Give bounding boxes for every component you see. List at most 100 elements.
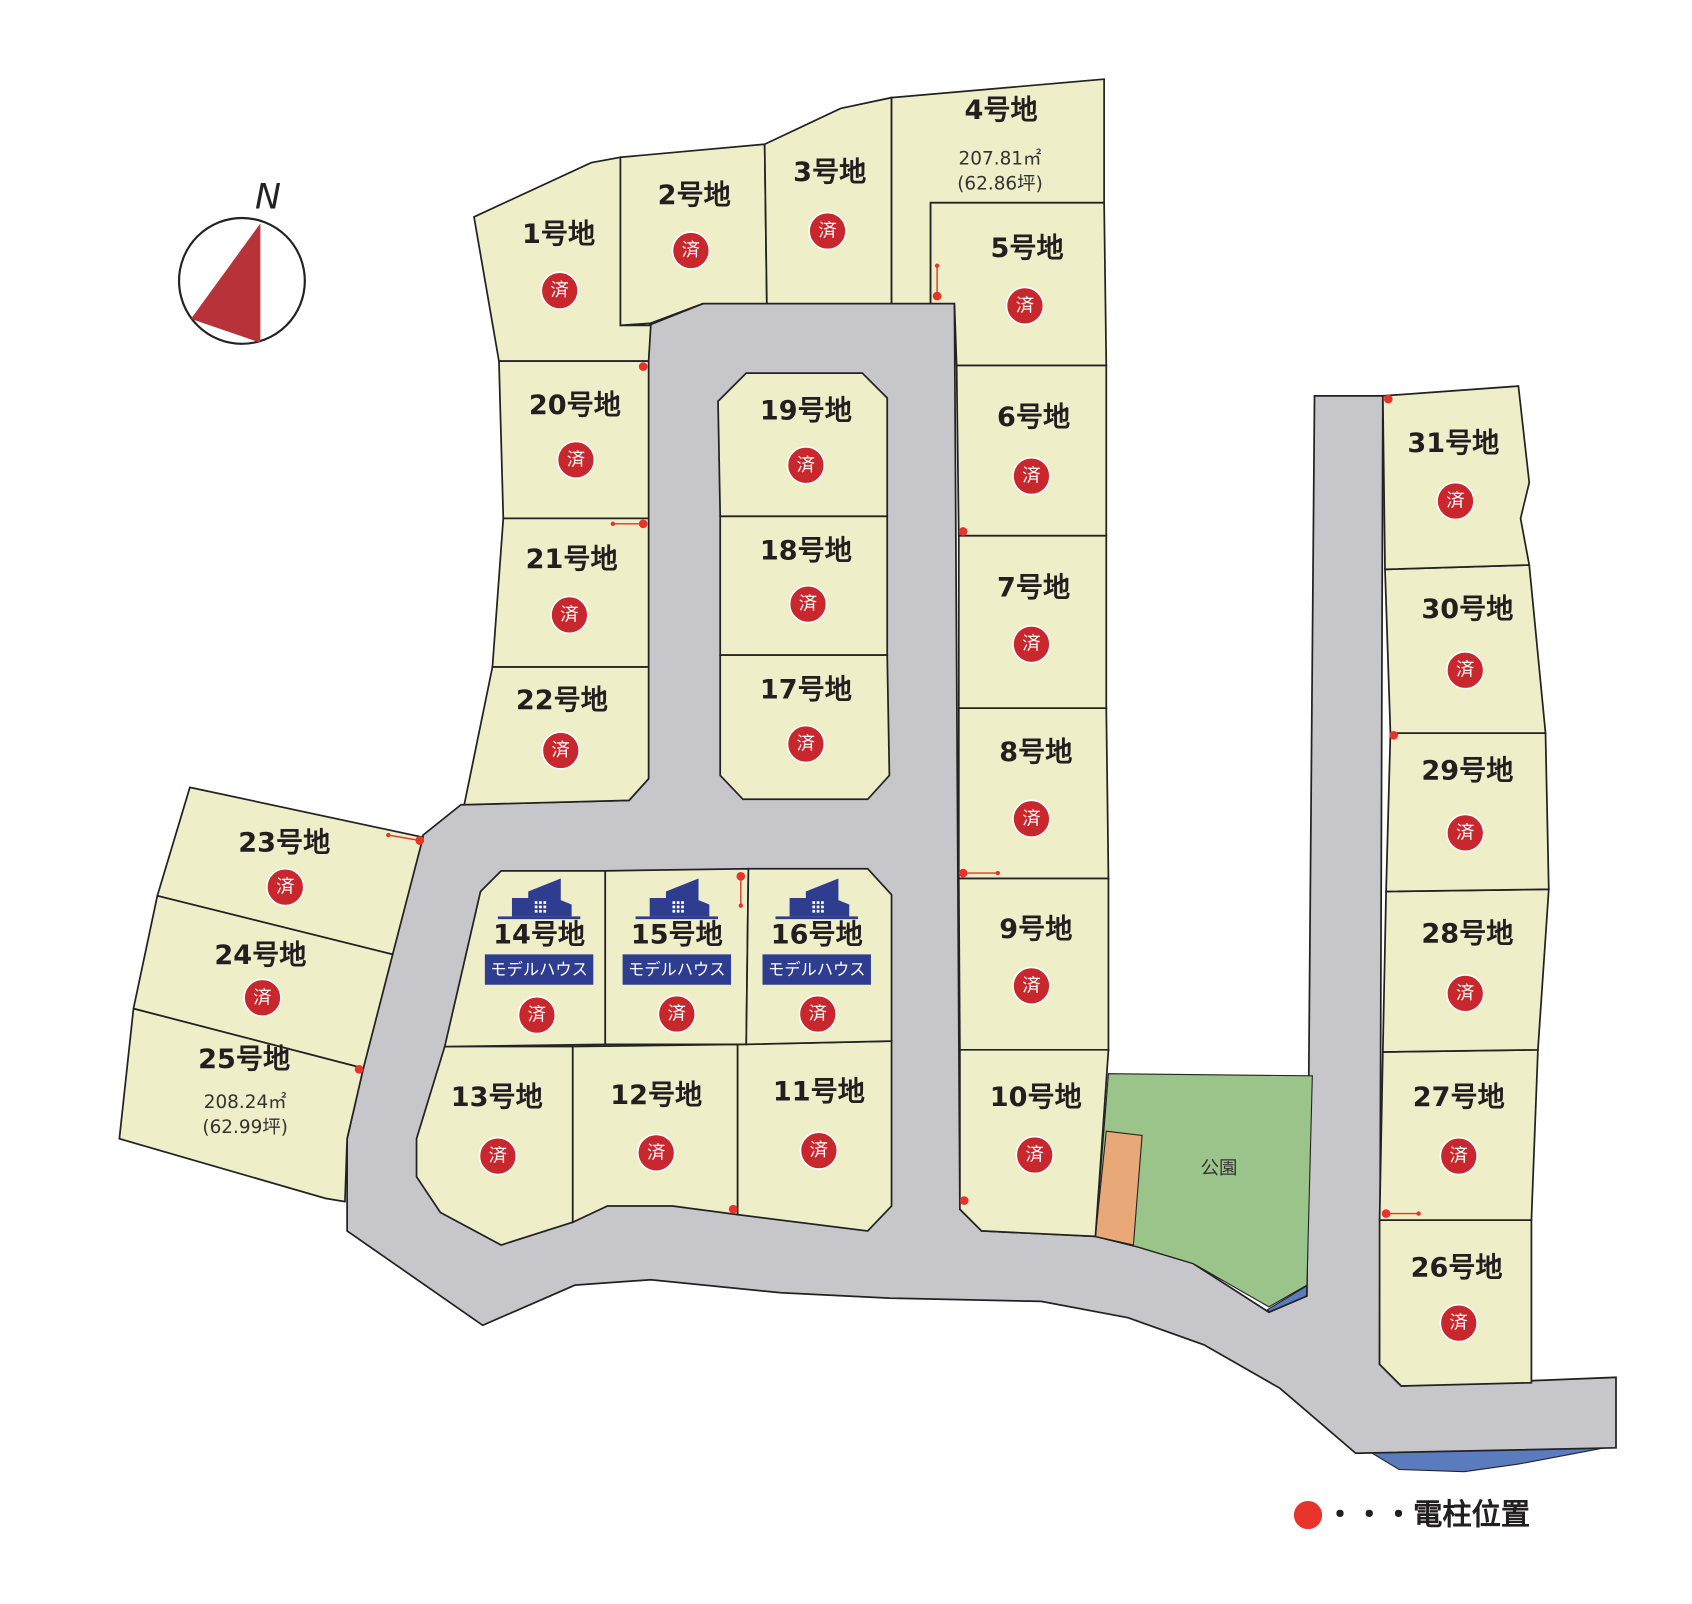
sold-badge-icon (1012, 966, 1051, 1006)
lot-parcel[interactable] (498, 360, 650, 520)
sold-status: 済 (560, 604, 578, 625)
lot-label: 24号地 (214, 940, 306, 971)
lot-parcel[interactable] (929, 201, 1108, 367)
lot-parcel[interactable] (491, 517, 650, 668)
sold-badge-icon (1446, 650, 1485, 690)
sold-badge-icon (1446, 813, 1485, 853)
lot-label: 1号地 (522, 219, 595, 250)
sold-status: 済 (550, 280, 568, 301)
lot-parcel[interactable] (1378, 1048, 1539, 1221)
utility-pole-icon (958, 527, 968, 536)
sold-badge-icon (556, 440, 596, 480)
lot-label: 31号地 (1407, 428, 1499, 459)
sold-badge-icon (636, 1133, 676, 1173)
lot-parcel[interactable] (957, 877, 1110, 1051)
lot-parcel[interactable] (763, 96, 893, 305)
lot-label: 16号地 (771, 919, 863, 950)
lot-label: 9号地 (999, 914, 1072, 945)
model-house-label: モデルハウス (490, 960, 588, 979)
utility-poles (354, 263, 1421, 1218)
model-house-icon (635, 878, 719, 920)
lot-parcel[interactable] (717, 372, 889, 518)
lot-label: 11号地 (773, 1077, 865, 1108)
lot-area-tsubo: (62.86坪) (957, 173, 1043, 194)
sold-badge-icon (1446, 974, 1485, 1013)
lot-parcel[interactable] (1381, 385, 1531, 571)
sold-status: 済 (1016, 295, 1034, 316)
sold-badge-icon (1015, 1135, 1054, 1175)
sold-status: 済 (489, 1146, 507, 1167)
lot-parcel[interactable] (957, 534, 1108, 710)
park: 公園 (1094, 1073, 1313, 1308)
lot-label: 14号地 (493, 919, 585, 950)
utility-pole-icon (1381, 1209, 1391, 1218)
sold-badge-icon (799, 1131, 839, 1170)
utility-pole-icon (1389, 730, 1399, 740)
lot-label: 29号地 (1421, 756, 1513, 787)
utility-pole-icon (932, 291, 942, 301)
north-arrow-icon (190, 223, 261, 343)
lot-parcel[interactable] (571, 1043, 739, 1224)
lot-parcel[interactable] (955, 364, 1108, 537)
sold-status: 済 (1450, 1313, 1468, 1334)
sold-badge-icon (1005, 286, 1045, 326)
lot-parcel[interactable] (118, 1007, 365, 1203)
utility-pole-icon (959, 1196, 969, 1205)
utility-pole-icon (415, 836, 425, 845)
sold-status: 済 (668, 1004, 686, 1025)
sold-status: 済 (797, 733, 815, 754)
lot-label: 18号地 (760, 536, 852, 567)
sold-badge-icon (541, 731, 581, 770)
lot-label: 28号地 (1421, 918, 1513, 949)
lot-parcel[interactable] (1381, 888, 1550, 1053)
lot-parcel[interactable] (1384, 564, 1547, 735)
utility-pole-icon (638, 519, 648, 529)
pole-direction-arrow (388, 834, 420, 842)
pole-legend-icon (1293, 1500, 1323, 1530)
sold-badge-icon (1436, 481, 1475, 521)
sold-badge-icon (266, 867, 305, 907)
lot-label: 30号地 (1421, 594, 1513, 625)
lot-label: 22号地 (516, 685, 608, 716)
model-house-badge (762, 954, 871, 985)
lot-parcel[interactable] (1378, 1219, 1533, 1387)
lot-label: 10号地 (990, 1082, 1082, 1113)
lot-label: 3号地 (793, 157, 866, 188)
lot-label: 12号地 (610, 1080, 702, 1111)
utility-pole-icon (1383, 394, 1393, 404)
sold-status: 済 (1022, 975, 1040, 996)
lot-parcel[interactable] (957, 707, 1110, 880)
compass: N (177, 177, 306, 345)
